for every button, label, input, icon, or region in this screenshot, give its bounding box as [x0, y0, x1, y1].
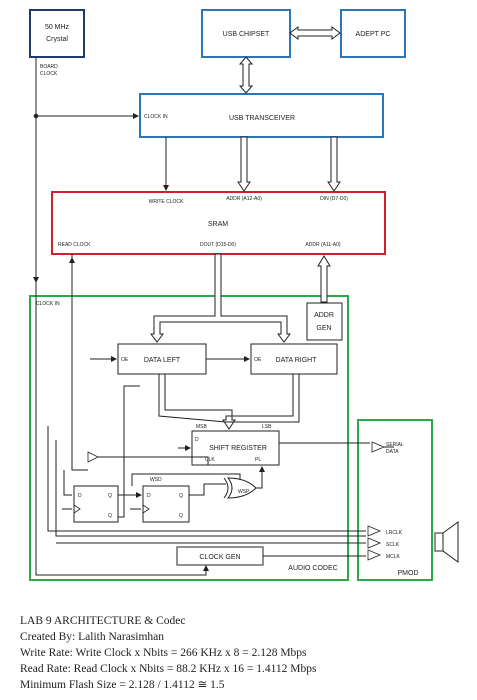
- buses: [150, 26, 341, 430]
- clock-in-transceiver-label: CLOCK IN: [144, 114, 168, 120]
- ff-d-feed-wire: [63, 470, 72, 496]
- sclk-label: SCLK: [386, 542, 400, 548]
- addr-gen-label-line2: GEN: [316, 325, 331, 332]
- oe-left-label: OE: [121, 357, 129, 363]
- caption-title: LAB 9 ARCHITECTURE & Codec: [20, 615, 186, 627]
- adept-pc-block: [340, 9, 406, 58]
- ff2-d-label: D: [147, 493, 151, 499]
- audio-codec-label: AUDIO CODEC: [288, 565, 337, 572]
- ff2-q-to-xor-wire: [189, 483, 226, 496]
- ff2-qn-label: Q: [179, 513, 183, 519]
- xor-to-pl-wire: [256, 466, 265, 489]
- addr-a11-bus: [317, 255, 331, 303]
- serial-data-label-line2: DATA: [386, 449, 399, 455]
- serial-data-driver: [371, 441, 386, 453]
- wires: [33, 57, 394, 576]
- board-clock-junction: [33, 113, 39, 119]
- flip-flop-1: [73, 485, 119, 523]
- dout-label: DOUT (D15-D0): [200, 242, 236, 248]
- wsd-wire: [131, 473, 241, 486]
- sram-block: [51, 191, 386, 255]
- board-clock-label-line1: BOARD: [40, 64, 58, 70]
- caption-read-rate: Read Rate: Read Clock x Nbits = 88.2 KHz…: [20, 663, 317, 675]
- usb-transceiver-block: [139, 93, 384, 138]
- shift-register-block: [191, 430, 280, 466]
- crystal-label-line1: 50 MHz: [45, 24, 70, 31]
- lrclk-label: LRCLK: [386, 530, 403, 536]
- feedback-wire: [55, 440, 366, 537]
- ff1-qn-label: Q: [108, 513, 112, 519]
- adept-pc-label: ADEPT PC: [356, 31, 391, 38]
- speaker-cone: [442, 521, 459, 563]
- addr-gen-label-line1: ADDR: [314, 312, 334, 319]
- caption-flash-size: Minimum Flash Size = 2.128 / 1.4112 ≅ 1.…: [20, 679, 225, 691]
- data-right-label: DATA RIGHT: [276, 357, 318, 364]
- mclk-driver: [367, 549, 382, 561]
- dout-bus: [150, 253, 291, 343]
- addr-a12-label: ADDR (A12-A0): [226, 196, 262, 202]
- mclk-label: MCLK: [386, 554, 401, 560]
- ff1-qn-wire: [118, 385, 140, 518]
- sr-pl-label: PL: [255, 457, 261, 463]
- board-clock-label-line2: CLOCK: [40, 71, 58, 77]
- flip-flop-2: [142, 485, 190, 523]
- pmod-label: PMOD: [398, 570, 419, 577]
- caption-write-rate: Write Rate: Write Clock x Nbits = 266 KH…: [20, 647, 307, 659]
- usb-transceiver-label: USB TRANSCEIVER: [229, 115, 295, 122]
- data-left-label: DATA LEFT: [144, 357, 181, 364]
- sr-d-label: D: [195, 437, 199, 443]
- clock-gen-label: CLOCK GEN: [199, 554, 240, 561]
- buffer-triangle: [87, 451, 99, 463]
- usb-chipset-block: [201, 9, 291, 58]
- speaker-body: [434, 532, 444, 552]
- clock-in-codec-label: CLOCK IN: [36, 301, 60, 307]
- buffer-out-wire: [98, 456, 209, 465]
- oe-right-label: OE: [254, 357, 262, 363]
- ff1-q-label: Q: [108, 493, 112, 499]
- ff2-clock-notch: [142, 504, 150, 514]
- din-bus: [327, 136, 341, 192]
- din-label: DIN (D7-D0): [320, 196, 348, 202]
- shift-register-label: SHIFT REGISTER: [209, 445, 267, 452]
- read-clock-wire: [71, 254, 88, 471]
- usb-chipset-label: USB CHIPSET: [223, 31, 270, 38]
- lsb-label: LSB: [262, 424, 272, 430]
- lrclk-driver: [367, 525, 382, 537]
- crystal-block: [29, 9, 85, 58]
- addr-gen-block: [306, 302, 343, 341]
- audio-codec-block: [29, 295, 349, 581]
- wsd-label: WSD: [150, 477, 162, 483]
- sram-label: SRAM: [208, 221, 228, 228]
- wsp-label: WSP: [238, 489, 250, 495]
- serial-data-label-line1: SERIAL: [386, 442, 404, 448]
- data-right-block: [250, 343, 338, 375]
- read-clock-label: READ CLOCK: [58, 242, 91, 248]
- addr-a11-label: ADDR (A11-A0): [305, 242, 341, 248]
- sr-clk-label: CLK: [205, 457, 215, 463]
- xor-gate: [226, 477, 257, 499]
- chipset-adept-bus: [289, 26, 341, 40]
- ff1-d-label: D: [78, 493, 82, 499]
- data-to-shift-bus: [158, 373, 300, 430]
- write-clock-label: WRITE CLOCK: [149, 199, 184, 205]
- addr-a12-bus: [237, 136, 251, 192]
- msb-label: MSB: [196, 424, 208, 430]
- lrclk-wire: [47, 426, 366, 532]
- xor-gate-back-curve: [223, 477, 229, 499]
- caption-author: Created By: Lalith Narasimhan: [20, 631, 165, 643]
- crystal-label-line2: Crystal: [46, 36, 68, 43]
- pmod-block: [357, 419, 433, 581]
- sclk-driver: [367, 537, 382, 549]
- clock-gen-in-wire: [35, 282, 209, 576]
- ff1-clock-notch: [73, 504, 81, 514]
- ff2-q-label: Q: [179, 493, 183, 499]
- chipset-transceiver-bus: [238, 56, 254, 94]
